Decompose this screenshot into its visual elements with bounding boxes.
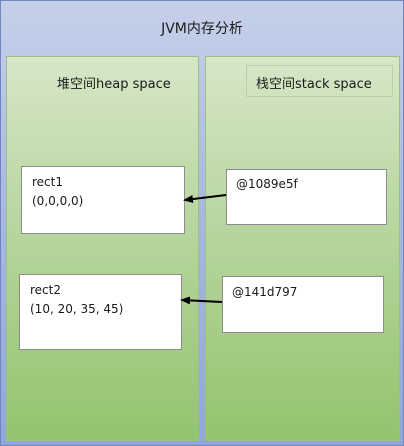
heap-space-title: 堆空间heap space — [57, 77, 171, 92]
stack-ref-2: @141d797 — [222, 276, 384, 333]
heap-object-rect2: rect2 (10, 20, 35, 45) — [19, 274, 182, 350]
reference-address: @1089e5f — [236, 177, 298, 191]
object-name: rect1 — [32, 175, 63, 189]
heap-space-panel: 堆空间heap space — [6, 56, 199, 441]
stack-ref-1: @1089e5f — [226, 169, 387, 225]
stack-title-frame — [246, 65, 393, 97]
stack-space-panel: 栈空间stack space — [205, 56, 400, 441]
reference-address: @141d797 — [232, 285, 298, 299]
object-values: (10, 20, 35, 45) — [30, 302, 124, 316]
object-name: rect2 — [30, 283, 61, 297]
diagram-title: JVM内存分析 — [161, 21, 243, 37]
heap-object-rect1: rect1 (0,0,0,0) — [21, 166, 185, 234]
stack-space-title: 栈空间stack space — [256, 77, 372, 92]
object-values: (0,0,0,0) — [32, 194, 84, 208]
